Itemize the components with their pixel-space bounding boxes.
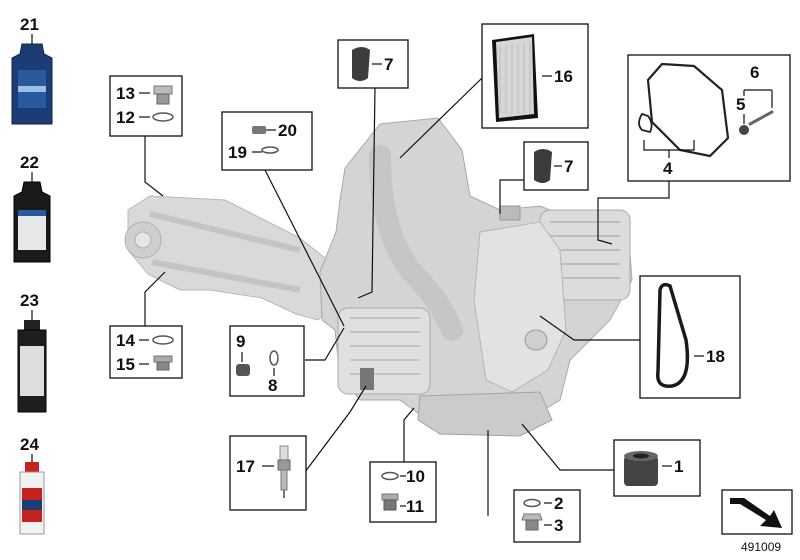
- seal-ring-icon: [152, 112, 174, 122]
- callout-box-19-20[interactable]: 20 19: [221, 111, 313, 171]
- callout-box-4-5-6[interactable]: 6 5 4: [627, 54, 791, 182]
- callout-box-1[interactable]: 1: [613, 439, 701, 497]
- cover-gasket-icon: [646, 62, 730, 158]
- callout-box-14-15[interactable]: 14 15: [109, 325, 183, 379]
- callout-16: 16: [554, 67, 573, 86]
- callout-box-17[interactable]: 17: [229, 435, 307, 511]
- grommet-icon: [739, 125, 749, 135]
- callout-24: 24: [20, 435, 39, 454]
- callout-10: 10: [406, 467, 425, 486]
- air-filter-icon: [492, 34, 538, 122]
- callout-1: 1: [674, 457, 683, 476]
- o-ring-icon: [261, 146, 279, 154]
- gasket-clip-icon: [638, 112, 653, 134]
- callout-19: 19: [228, 143, 247, 162]
- rubber-cap-icon: [352, 47, 370, 81]
- callout-box-12-13[interactable]: 13 12: [109, 75, 183, 137]
- view-direction-box: [721, 489, 793, 535]
- catalog-number: 491009: [741, 540, 781, 554]
- rubber-cap-icon-2: [534, 149, 552, 183]
- callout-box-7-top[interactable]: 7: [337, 39, 409, 89]
- callout-13: 13: [116, 84, 135, 103]
- oil-plug-icon: [153, 85, 173, 105]
- additive-bottle-24[interactable]: [19, 462, 45, 535]
- callout-6: 6: [750, 63, 759, 82]
- leader-lines: [144, 77, 670, 516]
- drive-belt-icon: [656, 282, 690, 388]
- oil-bottle-21[interactable]: [11, 43, 53, 125]
- drain-plug-icon: [153, 355, 173, 371]
- o-ring-icon-2: [269, 350, 279, 366]
- callout-box-7-right[interactable]: 7: [523, 141, 589, 191]
- breather-valve-icon: [252, 126, 266, 134]
- oil-bottle-22[interactable]: [13, 181, 51, 263]
- spark-plug-icon: [277, 445, 291, 498]
- engine-illustration: [124, 117, 633, 437]
- callout-box-16[interactable]: 16: [481, 23, 589, 129]
- bolt-icon: [748, 110, 774, 126]
- drain-screw-icon: [521, 513, 543, 531]
- callout-box-10-11[interactable]: 10 11: [369, 461, 437, 523]
- callout-4: 4: [663, 159, 673, 178]
- callout-7-top: 7: [384, 55, 393, 74]
- callout-5: 5: [736, 95, 745, 114]
- callout-box-2-3[interactable]: 2 3: [513, 489, 581, 543]
- rubber-damper-icon: [624, 451, 658, 486]
- callout-9: 9: [236, 332, 245, 351]
- spray-can-23[interactable]: [17, 320, 47, 413]
- seal-ring-icon-4: [523, 498, 541, 508]
- callout-20: 20: [278, 121, 297, 140]
- callout-7-right: 7: [564, 157, 573, 176]
- callout-14: 14: [116, 331, 135, 350]
- callout-12: 12: [116, 108, 135, 127]
- callout-15: 15: [116, 355, 135, 374]
- callout-21: 21: [20, 15, 39, 34]
- screw-plug-icon: [381, 493, 399, 511]
- callout-22: 22: [20, 153, 39, 172]
- callout-box-18[interactable]: 18: [639, 275, 741, 399]
- callout-8: 8: [268, 376, 277, 395]
- callout-3: 3: [554, 516, 563, 535]
- callout-23: 23: [20, 291, 39, 310]
- consumables-column: 21 22 23 24: [11, 15, 53, 535]
- view-arrow-icon: [730, 498, 782, 528]
- callout-2: 2: [554, 494, 563, 513]
- seal-ring-icon-3: [381, 471, 399, 481]
- engine-detail: [360, 368, 374, 390]
- callout-17: 17: [236, 457, 255, 476]
- seal-ring-icon-2: [152, 335, 174, 345]
- callout-11: 11: [406, 497, 424, 516]
- oil-filter-sleeve-icon: [236, 364, 250, 376]
- callout-box-8-9[interactable]: 9 8: [229, 325, 305, 397]
- callout-18: 18: [706, 347, 725, 366]
